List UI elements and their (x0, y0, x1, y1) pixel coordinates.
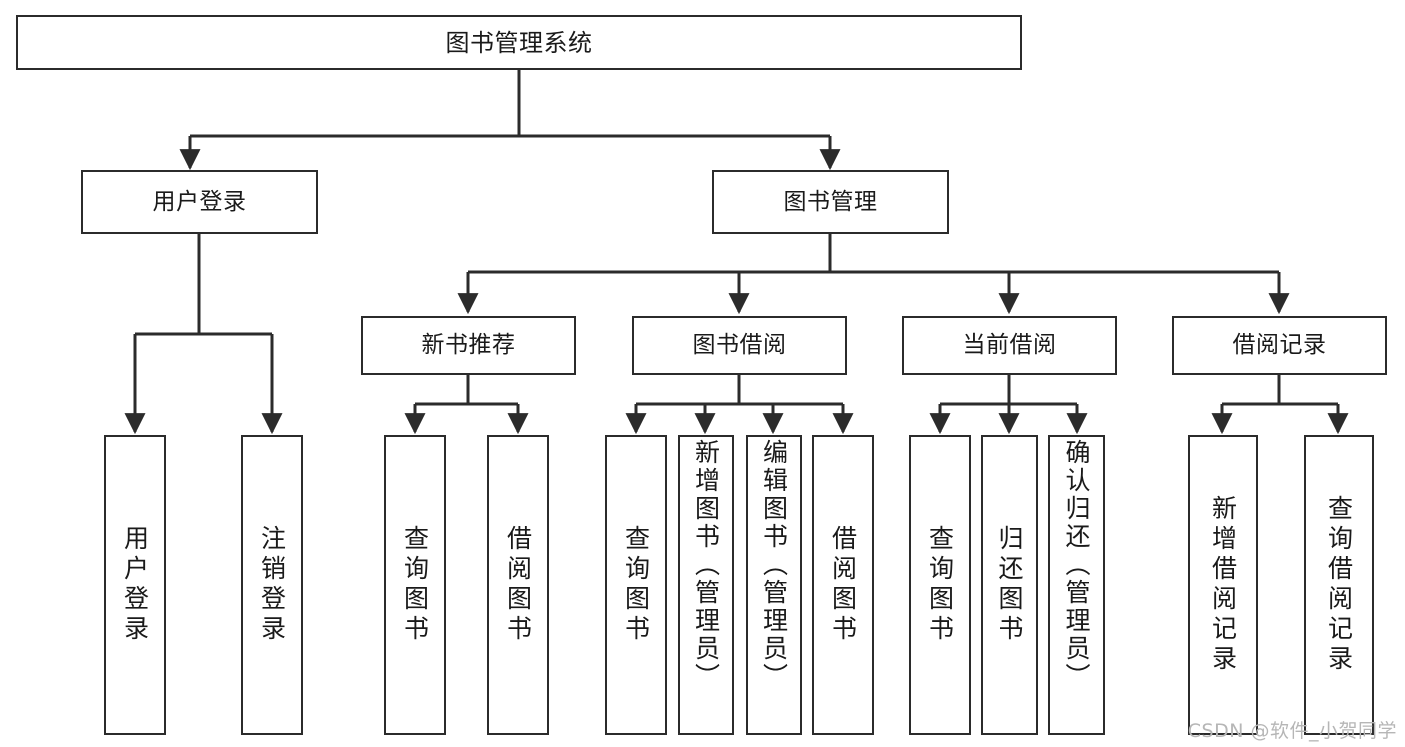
node-label: 图书管理系统 (445, 28, 593, 57)
node-book-management[interactable]: 图书管理 (712, 170, 949, 234)
csdn-watermark: CSDN @软件_小贺同学 (1187, 720, 1397, 742)
node-label: 查询图书 (925, 525, 955, 645)
node-user-login[interactable]: 用户登录 (81, 170, 318, 234)
node-label: 图书管理 (783, 188, 878, 215)
node-label: 编辑图书（管理员） (759, 439, 789, 691)
node-current-borrowing[interactable]: 当前借阅 (902, 316, 1117, 375)
node-borrowing-record[interactable]: 借阅记录 (1172, 316, 1387, 375)
node-label: 借阅记录 (1232, 332, 1327, 358)
node-book-borrowing[interactable]: 图书借阅 (632, 316, 847, 375)
node-new-book-recommendation[interactable]: 新书推荐 (361, 316, 576, 375)
node-label: 查询借阅记录 (1324, 495, 1354, 675)
node-label: 用户登录 (120, 525, 150, 645)
node-label: 新书推荐 (421, 332, 516, 358)
leaf-node-user-login[interactable]: 用户登录 (104, 435, 166, 735)
leaf-node-confirm-return-admin[interactable]: 确认归还（管理员） (1048, 435, 1105, 735)
leaf-node-query-borrowing-record[interactable]: 查询借阅记录 (1304, 435, 1374, 735)
node-label: 借阅图书 (503, 525, 533, 645)
node-label: 查询图书 (400, 525, 430, 645)
node-label: 用户登录 (152, 188, 247, 215)
node-root-book-management-system[interactable]: 图书管理系统 (16, 15, 1022, 70)
node-label: 确认归还（管理员） (1062, 439, 1091, 691)
node-label: 借阅图书 (828, 525, 858, 645)
leaf-node-add-book-admin[interactable]: 新增图书（管理员） (678, 435, 734, 735)
leaf-node-borrow-book-borrowing[interactable]: 借阅图书 (812, 435, 874, 735)
leaf-node-query-book-borrowing[interactable]: 查询图书 (605, 435, 667, 735)
node-label: 新增图书（管理员） (691, 439, 721, 691)
node-label: 图书借阅 (692, 332, 787, 358)
leaf-node-add-borrowing-record[interactable]: 新增借阅记录 (1188, 435, 1258, 735)
leaf-node-query-book-new-book[interactable]: 查询图书 (384, 435, 446, 735)
leaf-node-borrow-book-new-book[interactable]: 借阅图书 (487, 435, 549, 735)
leaf-node-logout[interactable]: 注销登录 (241, 435, 303, 735)
leaf-node-return-book[interactable]: 归还图书 (981, 435, 1038, 735)
leaf-node-query-book-current[interactable]: 查询图书 (909, 435, 971, 735)
leaf-node-edit-book-admin[interactable]: 编辑图书（管理员） (746, 435, 802, 735)
node-label: 归还图书 (995, 525, 1024, 645)
node-label: 注销登录 (257, 525, 287, 645)
node-label: 查询图书 (621, 525, 651, 645)
node-label: 当前借阅 (962, 332, 1057, 358)
node-label: 新增借阅记录 (1208, 495, 1238, 675)
